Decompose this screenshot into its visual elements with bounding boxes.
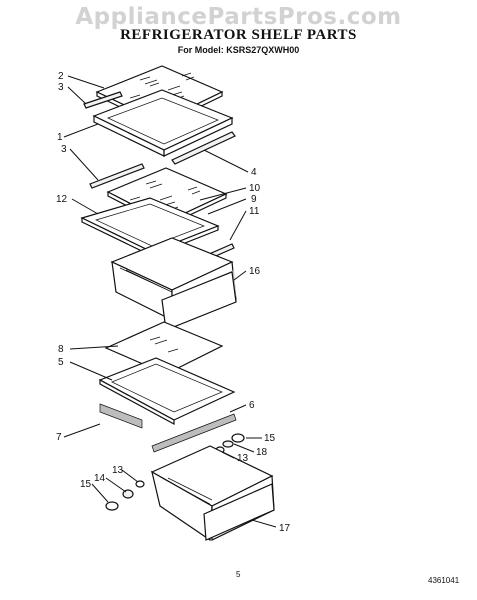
part-front-trim <box>99 403 143 429</box>
callout-14: 14 <box>94 473 106 484</box>
callout-12: 12 <box>56 194 68 205</box>
part-crisper-drawer-upper <box>110 237 237 331</box>
callout-11: 11 <box>249 206 260 217</box>
part-control-knob-left <box>105 480 145 511</box>
callout-7: 7 <box>56 432 62 443</box>
part-shelf-frame <box>92 89 234 157</box>
watermark: AppliancePartsPros.com <box>75 4 402 30</box>
callout-1: 1 <box>57 132 63 143</box>
part-crisper-drawer-lower <box>150 445 275 542</box>
part-shelf-trim-lower <box>89 163 145 189</box>
callout-15-left: 15 <box>80 479 92 490</box>
callout-16: 16 <box>249 266 261 277</box>
page-title: REFRIGERATOR SHELF PARTS <box>120 27 357 43</box>
callout-10: 10 <box>249 183 261 194</box>
callout-8: 8 <box>58 344 64 355</box>
callout-15-right: 15 <box>264 433 276 444</box>
part-rear-trim <box>171 131 236 165</box>
callout-17: 17 <box>279 523 291 534</box>
callout-3-lower: 3 <box>61 144 67 155</box>
model-subtitle: For Model: KSRS27QXWH00 <box>177 45 300 55</box>
document-number: 4361041 <box>428 576 460 585</box>
callout-3-upper: 3 <box>58 82 64 93</box>
part-divider-rail <box>151 413 237 453</box>
callout-6: 6 <box>249 400 255 411</box>
callout-2: 2 <box>58 71 64 82</box>
page-number: 5 <box>236 570 241 579</box>
part-control-knob-right <box>215 433 245 454</box>
part-shelf-trim-upper <box>83 91 123 109</box>
callout-4: 4 <box>251 167 257 178</box>
part-crisper-cover-frame <box>98 357 236 426</box>
callout-5: 5 <box>58 357 64 368</box>
callout-13-right: 13 <box>237 453 249 464</box>
leader-lines <box>63 75 277 528</box>
callout-13-left: 13 <box>112 465 124 476</box>
callout-18: 18 <box>256 447 268 458</box>
callout-9: 9 <box>251 194 257 205</box>
